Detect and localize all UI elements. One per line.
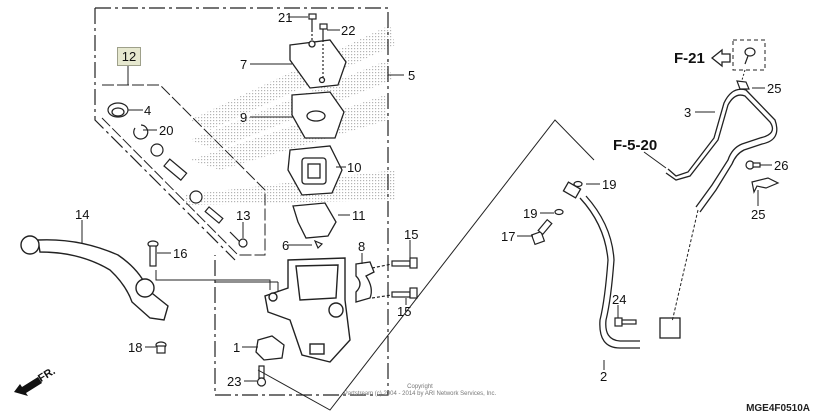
- brake-pipe-part[interactable]: [665, 88, 778, 323]
- callout-15b[interactable]: 15: [397, 304, 412, 319]
- bracket-bolt-part-26[interactable]: [745, 160, 761, 170]
- switch-screw-part-22[interactable]: [256, 365, 267, 387]
- pipe-bracket-part-25[interactable]: [751, 177, 780, 194]
- clamp-bolt-part-15[interactable]: [371, 257, 418, 299]
- copyright-line-1: Copyright: [407, 384, 433, 390]
- piston-assembly-parts[interactable]: [107, 102, 248, 248]
- f21-arrow-icon: [710, 48, 731, 68]
- copyright-notice: Copyright Partstream (c) 2004 - 2014 by …: [330, 384, 510, 397]
- master-cylinder-body[interactable]: [264, 257, 351, 363]
- banjo-bolt-part-17[interactable]: [530, 218, 553, 246]
- callout-13[interactable]: 13: [236, 208, 251, 223]
- callout-10[interactable]: 10: [347, 160, 362, 175]
- screw-part-21[interactable]: [308, 13, 328, 78]
- callout-18[interactable]: 18: [128, 340, 143, 355]
- brake-lever-part[interactable]: [20, 235, 169, 321]
- assembly-boundary-left: [94, 8, 236, 261]
- callout-15a[interactable]: 15: [404, 227, 419, 242]
- copyright-line-2: Partstream (c) 2004 - 2014 by ARI Networ…: [343, 390, 497, 397]
- sealing-washer-part-19[interactable]: [554, 180, 583, 216]
- reference-f5-20[interactable]: F-5-20: [613, 137, 658, 154]
- callout-5[interactable]: 5: [408, 68, 416, 83]
- callout-11[interactable]: 11: [352, 208, 366, 223]
- hose-leader-line: [257, 119, 595, 411]
- callout-19b[interactable]: 19: [523, 206, 538, 221]
- assembly-boundary-5: [95, 7, 389, 396]
- pivot-bolt-part-16[interactable]: [147, 240, 159, 267]
- callout-1[interactable]: 1: [233, 340, 241, 355]
- callout-6[interactable]: 6: [282, 238, 290, 253]
- pipe-clamp-part-24[interactable]: [736, 80, 750, 90]
- pivot-nut-part-18[interactable]: [155, 341, 167, 354]
- callout-23[interactable]: 24: [612, 292, 627, 307]
- callout-16[interactable]: 16: [173, 246, 188, 261]
- callout-20[interactable]: 20: [159, 123, 174, 138]
- hose-joint-bolt-part-23[interactable]: [614, 317, 637, 327]
- callout-21a[interactable]: 21: [278, 10, 293, 25]
- callout-17[interactable]: 17: [501, 229, 516, 244]
- callout-14[interactable]: 14: [75, 207, 90, 222]
- callout-22[interactable]: 23: [227, 374, 242, 389]
- diagram-code: MGE4F0510A: [746, 403, 810, 414]
- brake-switch-part[interactable]: [255, 335, 285, 361]
- handlebar-clamp-part[interactable]: [355, 261, 375, 303]
- callout-4[interactable]: 4: [144, 103, 152, 118]
- assembly-boundary-12: [101, 84, 266, 256]
- float-part[interactable]: [292, 202, 337, 239]
- callout-25[interactable]: 25: [751, 207, 766, 222]
- callout-7[interactable]: 7: [240, 57, 248, 72]
- callout-21b[interactable]: 22: [341, 23, 356, 38]
- callout-26[interactable]: 26: [774, 158, 789, 173]
- brake-hose-part[interactable]: [562, 181, 681, 349]
- callout-19a[interactable]: 19: [602, 177, 617, 192]
- reservoir-plate-part[interactable]: [291, 91, 345, 139]
- pipe-screw-inset: [732, 39, 766, 71]
- callout-2[interactable]: 2: [600, 369, 608, 384]
- callout-3[interactable]: 3: [684, 105, 692, 120]
- callout-9[interactable]: 9: [240, 110, 248, 125]
- diaphragm-part[interactable]: [287, 145, 343, 196]
- assembly-label-12[interactable]: 12: [117, 47, 141, 66]
- callout-24[interactable]: 25: [767, 81, 782, 96]
- front-direction-arrow-icon: [14, 377, 42, 396]
- reference-f21[interactable]: F-21: [674, 50, 705, 67]
- callout-leader-lines: [81, 16, 772, 382]
- clip-part-6[interactable]: [313, 239, 324, 250]
- callout-8[interactable]: 8: [358, 239, 366, 254]
- pipe-screw-part[interactable]: [744, 47, 756, 65]
- reservoir-cap-part[interactable]: [289, 39, 347, 89]
